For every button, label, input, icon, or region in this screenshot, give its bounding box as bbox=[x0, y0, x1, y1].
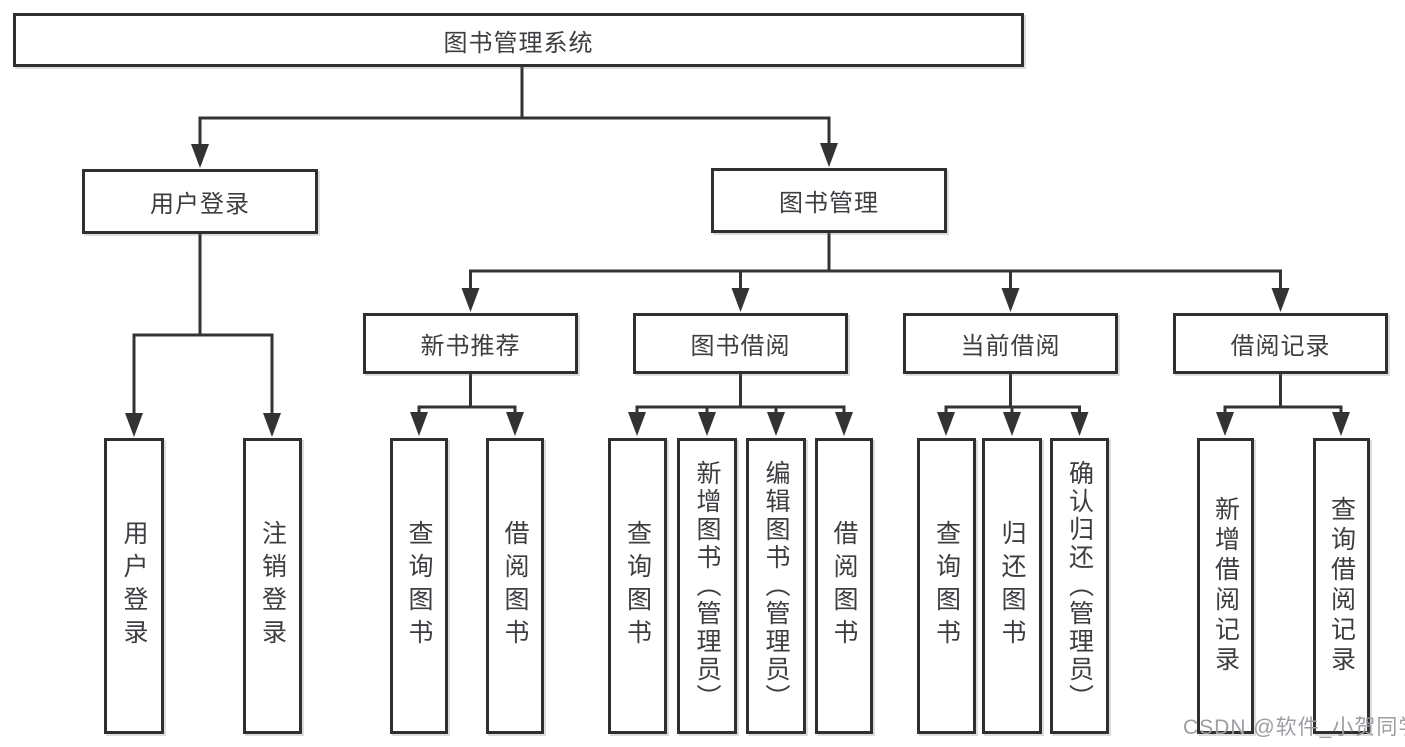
connector-new-book-recommend bbox=[417, 372, 517, 424]
node-book-borrow: 图书借阅 bbox=[633, 313, 848, 374]
node-current-borrow-label: 当前借阅 bbox=[960, 333, 1061, 360]
leaf-query-books-current-label: 查询图书 bbox=[932, 520, 961, 652]
arrowhead-icon bbox=[191, 144, 209, 168]
arrowhead-icon bbox=[410, 412, 428, 436]
connector-book-management bbox=[469, 231, 1282, 299]
arrowhead-icon bbox=[1271, 288, 1290, 312]
leaf-edit-book-admin-label: 编辑图书（管理员） bbox=[762, 460, 790, 712]
arrowhead-icon bbox=[1216, 412, 1234, 436]
node-root: 图书管理系统 bbox=[13, 13, 1024, 67]
leaf-add-book-admin-label: 新增图书（管理员） bbox=[693, 460, 721, 712]
node-new-book-recommend-label: 新书推荐 bbox=[420, 333, 521, 360]
node-new-book-recommend: 新书推荐 bbox=[363, 313, 578, 374]
leaf-query-books-current: 查询图书 bbox=[917, 438, 976, 734]
arrowhead-icon bbox=[1070, 412, 1089, 436]
connector-root bbox=[198, 65, 831, 154]
leaf-user-login: 用户登录 bbox=[104, 438, 164, 734]
node-current-borrow: 当前借阅 bbox=[903, 313, 1118, 374]
leaf-add-borrow-record-label: 新增借阅记录 bbox=[1211, 496, 1240, 676]
node-root-label: 图书管理系统 bbox=[443, 29, 594, 57]
leaf-query-books-borrow-label: 查询图书 bbox=[623, 520, 652, 652]
arrowhead-icon bbox=[628, 412, 646, 436]
leaf-edit-book-admin: 编辑图书（管理员） bbox=[746, 438, 806, 734]
arrowhead-icon bbox=[937, 412, 955, 436]
node-book-management: 图书管理 bbox=[711, 168, 947, 233]
leaf-borrow-books-recommend: 借阅图书 bbox=[486, 438, 544, 734]
arrowhead-icon bbox=[1332, 412, 1350, 436]
leaf-query-borrow-record-label: 查询借阅记录 bbox=[1327, 496, 1356, 676]
leaf-logout-label: 注销登录 bbox=[258, 520, 287, 652]
leaf-return-book-label: 归还图书 bbox=[998, 520, 1026, 652]
leaf-query-books-borrow: 查询图书 bbox=[608, 438, 667, 734]
leaf-borrow-books-label: 借阅图书 bbox=[830, 520, 858, 652]
node-borrow-records-label: 借阅记录 bbox=[1230, 333, 1331, 360]
connector-user-login bbox=[132, 232, 274, 423]
leaf-return-book: 归还图书 bbox=[982, 438, 1042, 734]
connector-book-borrow bbox=[635, 372, 846, 424]
leaf-borrow-books: 借阅图书 bbox=[815, 438, 873, 734]
arrowhead-icon bbox=[506, 412, 524, 436]
arrowhead-icon bbox=[125, 413, 143, 437]
node-user-login-label: 用户登录 bbox=[150, 191, 250, 218]
arrowhead-icon bbox=[1003, 412, 1021, 436]
connector-borrow-records bbox=[1223, 372, 1343, 424]
node-book-management-label: 图书管理 bbox=[779, 190, 879, 217]
csdn-watermark: CSDN @软件_小贺同学 bbox=[1183, 716, 1405, 739]
leaf-add-book-admin: 新增图书（管理员） bbox=[677, 438, 737, 734]
leaf-add-borrow-record: 新增借阅记录 bbox=[1197, 438, 1254, 734]
arrowhead-icon bbox=[835, 412, 853, 436]
leaf-user-login-label: 用户登录 bbox=[120, 520, 148, 652]
leaf-query-books-recommend: 查询图书 bbox=[390, 438, 448, 734]
arrowhead-icon bbox=[820, 143, 838, 167]
arrowhead-icon bbox=[1001, 288, 1020, 312]
arrowhead-icon bbox=[461, 288, 480, 312]
node-borrow-records: 借阅记录 bbox=[1173, 313, 1388, 374]
leaf-borrow-books-recommend-label: 借阅图书 bbox=[501, 520, 529, 652]
arrowhead-icon bbox=[767, 412, 785, 436]
arrowhead-icon bbox=[731, 288, 750, 312]
arrowhead-icon bbox=[698, 412, 716, 436]
leaf-confirm-return-admin: 确认归还（管理员） bbox=[1050, 438, 1109, 734]
leaf-query-borrow-record: 查询借阅记录 bbox=[1313, 438, 1370, 734]
leaf-query-books-recommend-label: 查询图书 bbox=[405, 520, 433, 652]
node-book-borrow-label: 图书借阅 bbox=[690, 333, 791, 360]
leaf-logout: 注销登录 bbox=[243, 438, 302, 734]
node-user-login: 用户登录 bbox=[82, 169, 318, 234]
leaf-confirm-return-admin-label: 确认归还（管理员） bbox=[1065, 460, 1094, 712]
arrowhead-icon bbox=[263, 413, 281, 437]
